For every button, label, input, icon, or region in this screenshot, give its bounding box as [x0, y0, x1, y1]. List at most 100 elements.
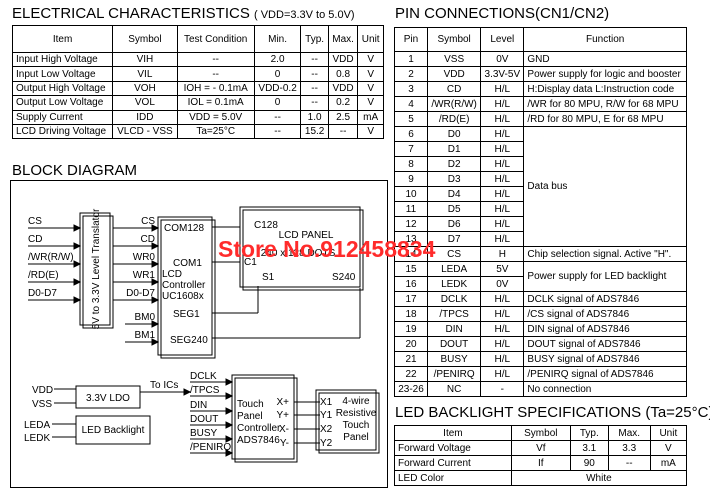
- arrowhead: [73, 296, 82, 304]
- pin-row: 4/WR(R/W)H/L/WR for 80 MPU, R/W for 68 M…: [394, 96, 687, 112]
- elec-cell: Supply Current: [11, 109, 114, 125]
- pin-symbol: DIN: [426, 321, 482, 337]
- controller-box: [157, 216, 213, 356]
- pin-level: H/L: [480, 111, 525, 127]
- elec-cell: Ta=25°C: [176, 123, 255, 140]
- pin-function: DCLK signal of ADS7846: [523, 291, 687, 307]
- pin-number: 5: [394, 111, 428, 127]
- led-cell: --: [607, 455, 651, 471]
- pin-number: 16: [394, 276, 428, 292]
- led-cell: 3.3: [607, 440, 651, 456]
- input-label: /RD(E): [28, 270, 59, 281]
- elec-cell: VIH: [112, 51, 178, 68]
- led-cell: V: [649, 440, 688, 456]
- pin-function: /CS signal of ADS7846: [523, 306, 687, 322]
- led-cell: If: [510, 455, 571, 471]
- elec-header-cell: Test Condition: [176, 25, 255, 53]
- pin-number: 12: [394, 216, 428, 232]
- pin-function: No connection: [523, 381, 687, 397]
- touch-panel-label: Panel: [343, 432, 369, 443]
- elec-header-cell: Symbol: [112, 25, 178, 53]
- pin-symbol: NC: [426, 381, 482, 397]
- pin-level: H/L: [480, 321, 525, 337]
- led-header-cell: Unit: [649, 425, 688, 441]
- input-label: /WR(R/W): [28, 252, 74, 263]
- c128-label: C128: [254, 220, 278, 231]
- touch-controller-box-shadow: [234, 377, 298, 463]
- pin-function: H:Display data L:Instruction code: [523, 81, 687, 97]
- elec-cell: V: [357, 66, 384, 82]
- pin-symbol: VDD: [426, 66, 482, 82]
- touch-controller-label: Panel: [237, 411, 263, 422]
- pin-level: 0V: [480, 51, 525, 67]
- to-ics-label: To ICs: [150, 380, 178, 391]
- xy-right-label: Y1: [320, 410, 333, 421]
- led-cell: Forward Current: [394, 455, 512, 471]
- pin-level: H: [480, 246, 525, 262]
- pin-function: BUSY signal of ADS7846: [523, 351, 687, 367]
- vss-label: VSS: [32, 399, 52, 410]
- pin-symbol: LEDK: [426, 276, 482, 292]
- led-header-cell: Symbol: [510, 425, 571, 441]
- pin-level: H/L: [480, 336, 525, 352]
- panel-title: LCD PANEL: [279, 230, 334, 241]
- pin-number: 9: [394, 171, 428, 187]
- arrowhead: [73, 278, 82, 286]
- arrowhead: [225, 392, 234, 400]
- input-label: CS: [28, 216, 42, 227]
- elec-cell: VIL: [112, 66, 178, 82]
- pin-header-cell: Symbol: [426, 27, 482, 52]
- pin-symbol: BUSY: [426, 351, 482, 367]
- controller-pin-label: WR0: [133, 252, 156, 263]
- led-cell: 90: [569, 455, 609, 471]
- panel-dots: 240 x 128 DOTS: [261, 248, 336, 259]
- led-header-cell: Typ.: [569, 425, 609, 441]
- pin-number: 21: [394, 351, 428, 367]
- pin-symbol: CS: [426, 246, 482, 262]
- pin-level: H/L: [480, 156, 525, 172]
- level-translator-box: [79, 212, 111, 326]
- pin-number: 20: [394, 336, 428, 352]
- elec-cell: 0.8: [327, 66, 359, 82]
- touch-panel-box-shadow: [318, 392, 380, 454]
- pin-number: 11: [394, 201, 428, 217]
- level-translator-box-shadow: [82, 215, 114, 329]
- elec-cell: --: [300, 51, 329, 68]
- pin-symbol: CD: [426, 81, 482, 97]
- pin-symbol: D1: [426, 141, 482, 157]
- pin-function: GND: [523, 51, 687, 67]
- elec-cell: IOL = 0.1mA: [176, 95, 255, 111]
- arrowhead: [73, 260, 82, 268]
- touch-panel-label: Resistive: [336, 408, 377, 419]
- pin-symbol: /WR(R/W): [426, 96, 482, 112]
- arrowhead: [151, 278, 160, 286]
- led-header-cell: Item: [394, 425, 512, 441]
- lcd-panel-box: [239, 206, 361, 288]
- arrowhead: [151, 296, 160, 304]
- elec-cell: --: [253, 123, 302, 140]
- pin-symbol: VSS: [426, 51, 482, 67]
- input-label: CD: [28, 234, 42, 245]
- led-cell: 3.1: [569, 440, 609, 456]
- elec-cell: V: [357, 123, 384, 140]
- elec-cell: VDD-0.2: [253, 80, 302, 97]
- pin-symbol: DOUT: [426, 336, 482, 352]
- ldo-box: [75, 385, 141, 409]
- pin-number: 23-26: [394, 381, 428, 397]
- elec-cell: --: [176, 51, 255, 68]
- controller-label: UC1608x: [162, 291, 204, 302]
- elec-cell: 2.0: [253, 51, 302, 68]
- elec-cell: VOL: [112, 95, 178, 111]
- pin-header-cell: Pin: [394, 27, 428, 52]
